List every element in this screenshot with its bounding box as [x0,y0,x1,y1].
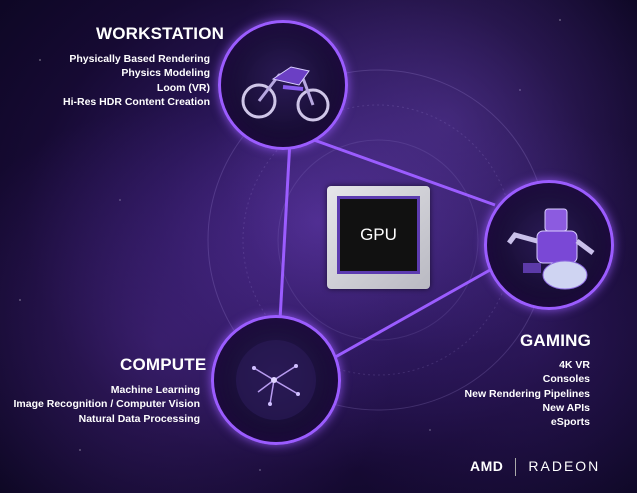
gaming-item: eSports [550,416,590,429]
workstation-item: Hi-Res HDR Content Creation [62,95,210,108]
compute-heading: COMPUTE [120,355,207,374]
motorcycle-render-icon [241,66,330,122]
connector-compute-gaming [329,268,491,362]
workstation-item: Physics Modeling [121,67,210,80]
gaming-item: New Rendering Pipelines [464,387,590,400]
connector-workstation-compute [278,139,292,321]
compute-item: Natural Data Processing [78,412,200,425]
workstation-list: Physically Based Rendering Physics Model… [40,52,210,109]
gaming-heading: GAMING [520,331,592,350]
workstation-item: Physically Based Rendering [69,53,210,65]
compute-node [211,315,341,445]
brand-logo: AMD RADEON [470,458,601,477]
compute-item: Machine Learning [110,384,200,396]
gpu-label: GPU [360,225,397,244]
workstation-item: Loom (VR) [156,81,210,94]
workstation-node [218,20,348,150]
workstation-heading: WORKSTATION [96,24,225,43]
brand-divider [515,458,517,477]
gaming-item: 4K VR [559,359,590,371]
gaming-node [484,180,614,310]
gaming-item: Consoles [542,373,590,386]
gpu-die: GPU [337,196,420,274]
neural-network-sphere-icon [236,340,316,420]
amd-logo-text: AMD [470,458,504,474]
gpu-chip: GPU [327,186,430,289]
compute-item: Image Recognition / Computer Vision [13,398,201,411]
radeon-logo-text: RADEON [528,458,601,474]
compute-list: Machine Learning Image Recognition / Com… [0,383,201,426]
orbit-ring-inner [277,139,479,341]
robot-render-icon [507,208,595,290]
gaming-list: 4K VR Consoles New Rendering Pipelines N… [420,358,590,429]
connector-workstation-gaming [299,133,496,207]
gaming-item: New APIs [542,401,590,414]
